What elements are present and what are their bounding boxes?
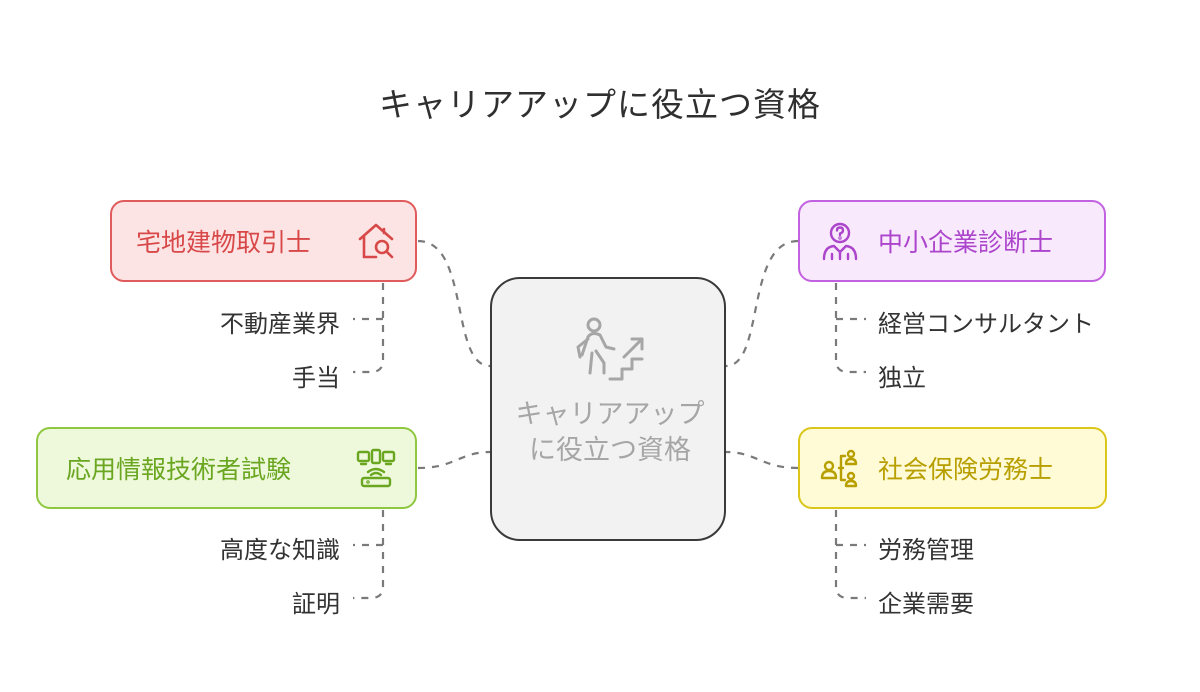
leaf-it-2: 証明 bbox=[292, 590, 340, 618]
connector-takken bbox=[417, 239, 491, 368]
connector-sharoshi-children bbox=[834, 510, 866, 600]
house-search-icon bbox=[356, 221, 396, 261]
diagram-title: キャリアアップに役立つ資格 bbox=[379, 85, 821, 124]
connector-it-children bbox=[353, 510, 385, 600]
connector-sharoshi bbox=[725, 450, 799, 470]
node-chusho: 中小企業診断士 bbox=[798, 200, 1106, 282]
center-label: キャリアアップに役立つ資格 bbox=[515, 399, 705, 466]
node-it: 応用情報技術者試験 bbox=[36, 427, 417, 509]
leaf-chusho-1: 経営コンサルタント bbox=[878, 310, 1094, 338]
connector-takken-children bbox=[353, 283, 385, 374]
people-hierarchy-icon bbox=[820, 448, 860, 488]
node-chusho-label: 中小企業診断士 bbox=[878, 228, 1054, 257]
network-devices-icon bbox=[356, 448, 396, 488]
leaf-chusho-2: 独立 bbox=[878, 364, 926, 392]
leaf-sharoshi-2: 企業需要 bbox=[878, 590, 974, 618]
node-takken: 宅地建物取引士 bbox=[110, 200, 417, 282]
node-takken-label: 宅地建物取引士 bbox=[136, 228, 312, 257]
consultant-question-icon bbox=[820, 221, 860, 261]
node-it-label: 応用情報技術者試験 bbox=[66, 455, 292, 484]
connector-chusho bbox=[725, 239, 799, 368]
leaf-sharoshi-1: 労務管理 bbox=[878, 536, 974, 564]
connector-chusho-children bbox=[834, 283, 866, 374]
node-sharoshi-label: 社会保険労務士 bbox=[878, 455, 1054, 484]
connector-it bbox=[417, 450, 491, 470]
center-node: キャリアアップに役立つ資格 bbox=[490, 277, 726, 541]
node-sharoshi: 社会保険労務士 bbox=[798, 427, 1107, 509]
person-climbing-stairs-icon bbox=[570, 317, 650, 389]
leaf-it-1: 高度な知識 bbox=[220, 536, 340, 564]
leaf-takken-2: 手当 bbox=[292, 364, 340, 392]
leaf-takken-1: 不動産業界 bbox=[220, 310, 340, 338]
